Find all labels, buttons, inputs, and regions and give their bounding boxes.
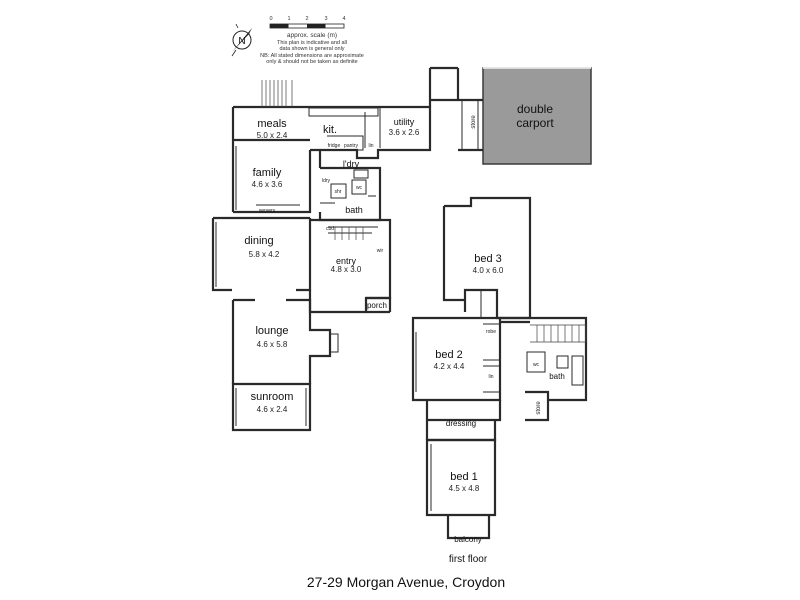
- scale-label: approx. scale (m): [287, 32, 337, 39]
- bed1-label: bed 1: [450, 471, 478, 483]
- north-arrow-icon: N: [231, 23, 252, 57]
- ff-wc-label: wc: [533, 362, 540, 368]
- fridge-label: fridge: [328, 143, 341, 149]
- store-label: store: [471, 115, 477, 129]
- family-label: family: [253, 167, 282, 179]
- disclaimer-line-1: This plan is indicative and all: [277, 40, 347, 46]
- scale-tick-2: 2: [305, 16, 308, 22]
- pantry-label: pantry: [344, 143, 358, 149]
- ldry-label: ldry: [322, 178, 331, 184]
- porch-label: porch: [367, 301, 387, 310]
- compass-letter: N: [238, 36, 245, 47]
- meals-dims: 5.0 x 2.4: [257, 131, 288, 140]
- kitchen-label: kit.: [323, 124, 337, 136]
- first-floor-labels: bed 3 4.0 x 6.0 bed 2 4.2 x 4.4 bath dre…: [434, 253, 565, 565]
- entry-label: entry: [336, 256, 357, 266]
- first-floor-label: first floor: [449, 554, 488, 565]
- utility-dims: 3.6 x 2.6: [389, 128, 420, 137]
- bed3-dims: 4.0 x 6.0: [473, 266, 504, 275]
- laundry-label: l'dry: [343, 159, 360, 169]
- disclaimer-line-3: NB: All stated dimensions are approximat…: [260, 53, 364, 59]
- bath-label: bath: [345, 205, 363, 215]
- bed2-label: bed 2: [435, 349, 463, 361]
- linen-label: lin: [368, 143, 373, 149]
- ff-bath-label: bath: [549, 372, 565, 381]
- scale-tick-4: 4: [342, 16, 345, 22]
- carport-label-2: carport: [516, 116, 554, 130]
- utility-label: utility: [394, 117, 415, 127]
- entry-dims: 4.8 x 3.0: [331, 265, 362, 274]
- dressing-label: dressing: [446, 419, 476, 428]
- balcony-label: balcony: [454, 535, 482, 544]
- address-caption: 27-29 Morgan Avenue, Croydon: [307, 574, 505, 590]
- cupboard-label: cbd: [326, 226, 334, 232]
- meals-label: meals: [257, 118, 287, 130]
- wc-label: wc: [356, 185, 363, 191]
- scale-tick-0: 0: [269, 16, 272, 22]
- disclaimer-line-4: only & should not be taken as definite: [266, 59, 357, 65]
- dining-label: dining: [244, 235, 273, 247]
- servery-label: servery: [259, 208, 276, 214]
- lounge-dims: 4.6 x 5.8: [257, 340, 288, 349]
- dining-dims: 5.8 x 4.2: [249, 250, 280, 259]
- ff-linen-label: lin: [488, 374, 493, 380]
- scale-tick-1: 1: [287, 16, 290, 22]
- family-dims: 4.6 x 3.6: [252, 180, 283, 189]
- bed1-dims: 4.5 x 4.8: [449, 484, 480, 493]
- scale-tick-3: 3: [324, 16, 327, 22]
- carport-label-1: double: [517, 102, 553, 116]
- sunroom-dims: 4.6 x 2.4: [257, 405, 288, 414]
- ff-store-label: store: [536, 401, 542, 415]
- ff-robe-label: robe: [486, 329, 496, 335]
- bed3-label: bed 3: [474, 253, 502, 265]
- scale-bar: 0 1 2 3 4 approx. scale (m) This plan is…: [260, 16, 364, 65]
- bed2-dims: 4.2 x 4.4: [434, 362, 465, 371]
- ground-floor-walls: [211, 80, 458, 432]
- lounge-label: lounge: [255, 325, 288, 337]
- shower-label: shr: [335, 189, 342, 195]
- carport-block: double carport: [482, 67, 592, 165]
- carport-store: store: [428, 66, 483, 152]
- disclaimer-line-2: data shown is general only: [279, 46, 344, 52]
- first-floor-walls: [411, 196, 588, 540]
- robe-label: wir: [377, 248, 384, 254]
- ground-floor-labels: meals 5.0 x 2.4 kit. utility 3.6 x 2.6 f…: [244, 117, 420, 414]
- sunroom-label: sunroom: [251, 391, 294, 403]
